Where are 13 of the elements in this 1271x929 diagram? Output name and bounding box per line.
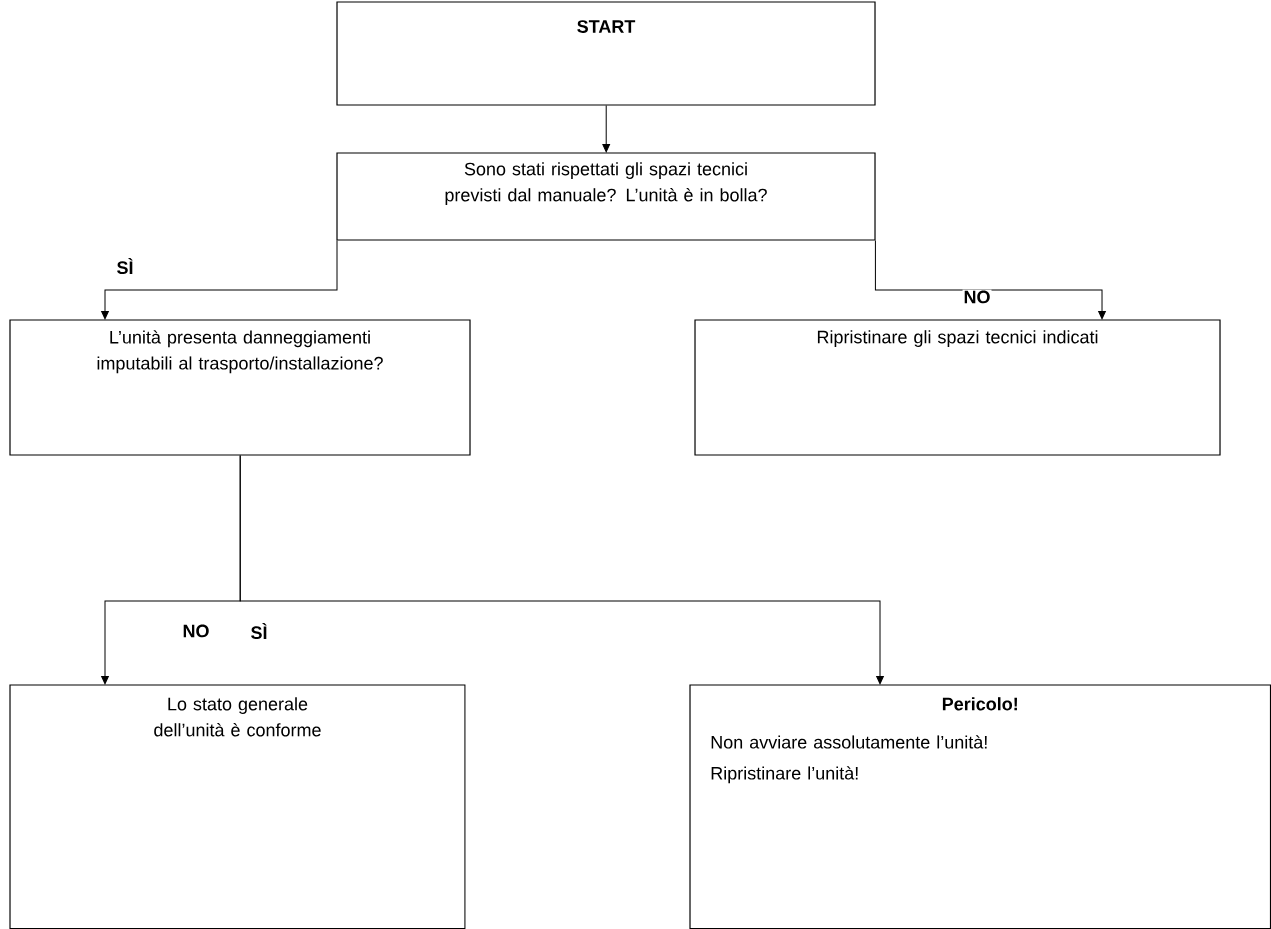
process-box: Pericolo! Non avviare assolutamente l’unità! Ripristinare l’unità! — [689, 684, 1271, 929]
arrow — [874, 239, 1106, 320]
process-box: Ripristinare gli spazi tecnici indicati — [694, 319, 1221, 456]
arrow — [101, 239, 338, 320]
edge-label: SÌ — [249, 621, 269, 641]
process-box: Lo stato generale dell’unità è conforme — [9, 684, 466, 929]
edge-label: NO — [181, 623, 211, 639]
edge-label: SÌ — [115, 256, 135, 276]
arrow — [602, 104, 611, 153]
process-box: Sono stati rispettati gli spazi tecnici previsti dal manuale? L’unità è in bolla? — [336, 152, 876, 241]
arrow — [239, 454, 884, 685]
process-box: START — [336, 1, 876, 106]
process-box: L’unità presenta danneggiamenti imputabili al trasporto/installazione? — [9, 319, 471, 456]
